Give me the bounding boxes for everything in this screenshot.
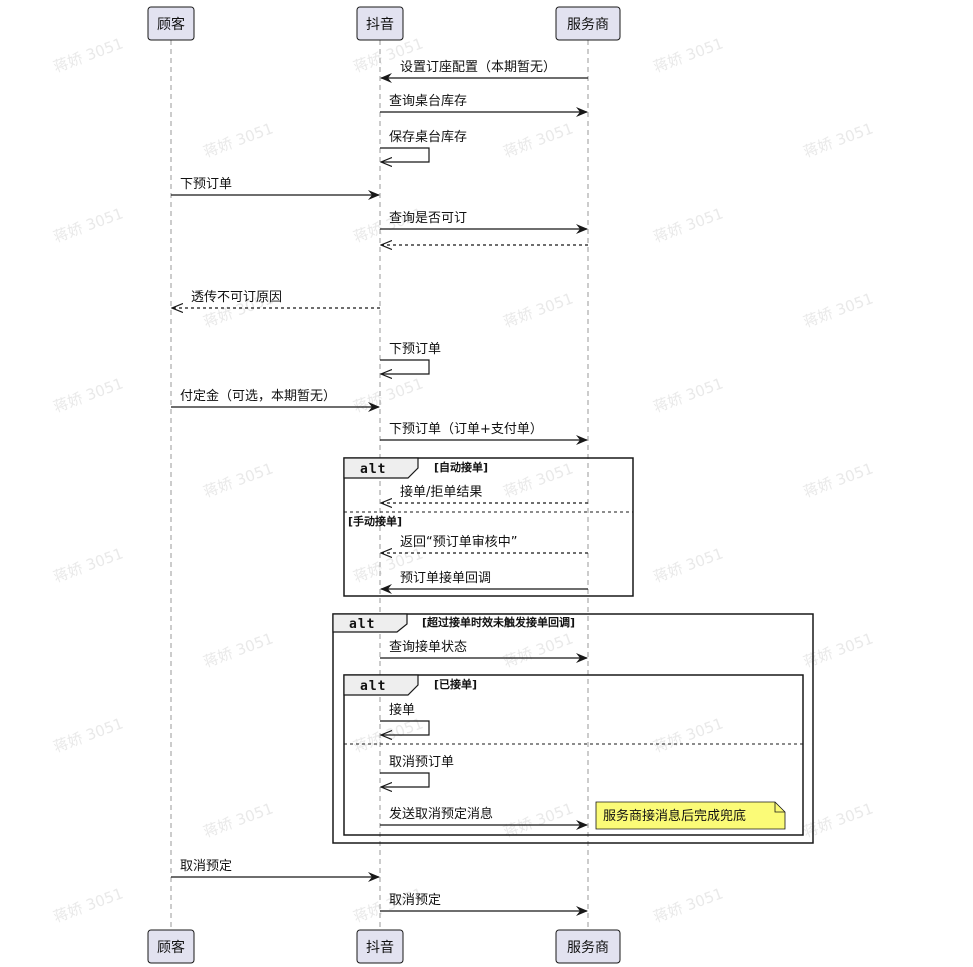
alt-guard: [已接单] <box>434 677 477 691</box>
message-4: 查询是否可订 <box>380 211 588 234</box>
watermark-text: 蒋娇 3051 <box>801 629 876 671</box>
participant-label: 顾客 <box>157 16 185 33</box>
participant-customer-bottom: 顾客 <box>147 929 195 964</box>
alt-guard: [自动接单] <box>434 460 488 474</box>
fragments: alt [自动接单] [手动接单] alt [超过接单时效未触发接单回调] al… <box>332 457 814 844</box>
watermark-text: 蒋娇 3051 <box>501 289 576 331</box>
message-15: 取消预订单 <box>380 755 454 787</box>
else-guard: [手动接单] <box>348 514 402 528</box>
message-label: 取消预定 <box>180 859 232 874</box>
watermark-text: 蒋娇 3051 <box>651 714 726 756</box>
watermark-text: 蒋娇 3051 <box>801 289 876 331</box>
participant-douyin-top: 抖音 <box>356 6 404 41</box>
watermark-text: 蒋娇 3051 <box>351 374 426 416</box>
message-label: 接单/拒单结果 <box>400 484 482 500</box>
watermark-text: 蒋娇 3051 <box>201 629 276 671</box>
watermark-text: 蒋娇 3051 <box>501 119 576 161</box>
watermark-text: 蒋娇 3051 <box>651 204 726 246</box>
message-label: 透传不可订原因 <box>191 290 282 305</box>
watermark-text: 蒋娇 3051 <box>51 884 126 926</box>
watermark-text: 蒋娇 3051 <box>51 374 126 416</box>
message-3: 下预订单 <box>171 177 380 200</box>
alt-fragment-timeout: alt [超过接单时效未触发接单回调] <box>332 613 814 844</box>
watermark-text: 蒋娇 3051 <box>201 799 276 841</box>
message-11: 返回“预订单审核中” <box>381 535 588 553</box>
message-arrow <box>380 359 430 374</box>
participant-label: 抖音 <box>366 939 394 956</box>
message-label: 返回“预订单审核中” <box>400 535 517 550</box>
participant-label: 服务商 <box>567 17 609 33</box>
message-0: 设置订座配置（本期暂无） <box>380 60 588 83</box>
watermark-text: 蒋娇 3051 <box>201 459 276 501</box>
participant-douyin-bottom: 抖音 <box>356 929 404 964</box>
alt-fragment-auto-accept: alt [自动接单] [手动接单] <box>343 457 634 597</box>
message-label: 取消预定 <box>389 893 441 908</box>
message-arrow <box>380 147 430 162</box>
message-14: 接单 <box>380 702 430 735</box>
note-text: 服务商接消息后完成兜底 <box>603 808 746 824</box>
message-arrow <box>380 772 430 787</box>
message-label: 查询是否可订 <box>389 211 467 226</box>
watermark-text: 蒋娇 3051 <box>801 119 876 161</box>
alt-keyword: alt <box>360 462 386 477</box>
message-16: 发送取消预定消息 <box>380 806 588 830</box>
message-label: 取消预订单 <box>389 755 454 770</box>
watermark-text: 蒋娇 3051 <box>51 714 126 756</box>
message-13: 查询接单状态 <box>380 639 588 663</box>
alt-fragment-accepted: alt [已接单] <box>343 674 804 836</box>
message-17: 取消预定 <box>171 859 380 882</box>
watermark-text: 蒋娇 3051 <box>801 459 876 501</box>
message-18: 取消预定 <box>380 893 588 916</box>
message-label: 付定金（可选，本期暂无） <box>180 388 336 404</box>
message-label: 下预订单（订单+支付单） <box>389 422 543 437</box>
watermark-text: 蒋娇 3051 <box>51 34 126 76</box>
message-label: 接单 <box>389 702 415 718</box>
watermark-text: 蒋娇 3051 <box>651 544 726 586</box>
watermark-text: 蒋娇 3051 <box>801 799 876 841</box>
message-2: 保存桌台库存 <box>380 129 467 162</box>
watermark-text: 蒋娇 3051 <box>501 629 576 671</box>
message-9: 下预订单（订单+支付单） <box>380 422 588 445</box>
participant-label: 抖音 <box>366 16 394 33</box>
message-1: 查询桌台库存 <box>380 93 588 117</box>
message-10: 接单/拒单结果 <box>381 484 588 503</box>
message-label: 预订单接单回调 <box>400 570 491 586</box>
watermark-text: 蒋娇 3051 <box>201 119 276 161</box>
message-arrow <box>380 720 430 735</box>
message-label: 保存桌台库存 <box>389 129 467 145</box>
message-12: 预订单接单回调 <box>380 570 588 594</box>
messages: 设置订座配置（本期暂无）查询桌台库存保存桌台库存下预订单查询是否可订透传不可订原… <box>171 60 588 916</box>
alt-guard: [超过接单时效未触发接单回调] <box>422 615 575 629</box>
message-label: 查询接单状态 <box>389 639 467 655</box>
participant-provider-top: 服务商 <box>555 6 621 41</box>
message-label: 查询桌台库存 <box>389 93 467 109</box>
message-label: 设置订座配置（本期暂无） <box>400 60 556 75</box>
lifelines <box>170 40 589 930</box>
watermark-text: 蒋娇 3051 <box>651 34 726 76</box>
message-label: 发送取消预定消息 <box>389 806 493 822</box>
participant-label: 顾客 <box>157 939 185 956</box>
message-label: 下预订单 <box>180 177 232 192</box>
message-6: 透传不可订原因 <box>172 290 380 308</box>
participant-label: 服务商 <box>567 940 609 956</box>
watermark-text: 蒋娇 3051 <box>51 544 126 586</box>
watermark-text: 蒋娇 3051 <box>501 459 576 501</box>
watermark-text: 蒋娇 3051 <box>51 204 126 246</box>
participant-customer-top: 顾客 <box>147 6 195 41</box>
alt-keyword: alt <box>349 617 375 632</box>
message-label: 下预订单 <box>389 342 441 357</box>
message-7: 下预订单 <box>380 342 441 374</box>
watermark-text: 蒋娇 3051 <box>651 884 726 926</box>
alt-keyword: alt <box>360 679 386 694</box>
participant-provider-bottom: 服务商 <box>555 929 621 964</box>
message-8: 付定金（可选，本期暂无） <box>171 388 380 412</box>
watermark-text: 蒋娇 3051 <box>651 374 726 416</box>
note: 服务商接消息后完成兜底 <box>595 801 786 830</box>
